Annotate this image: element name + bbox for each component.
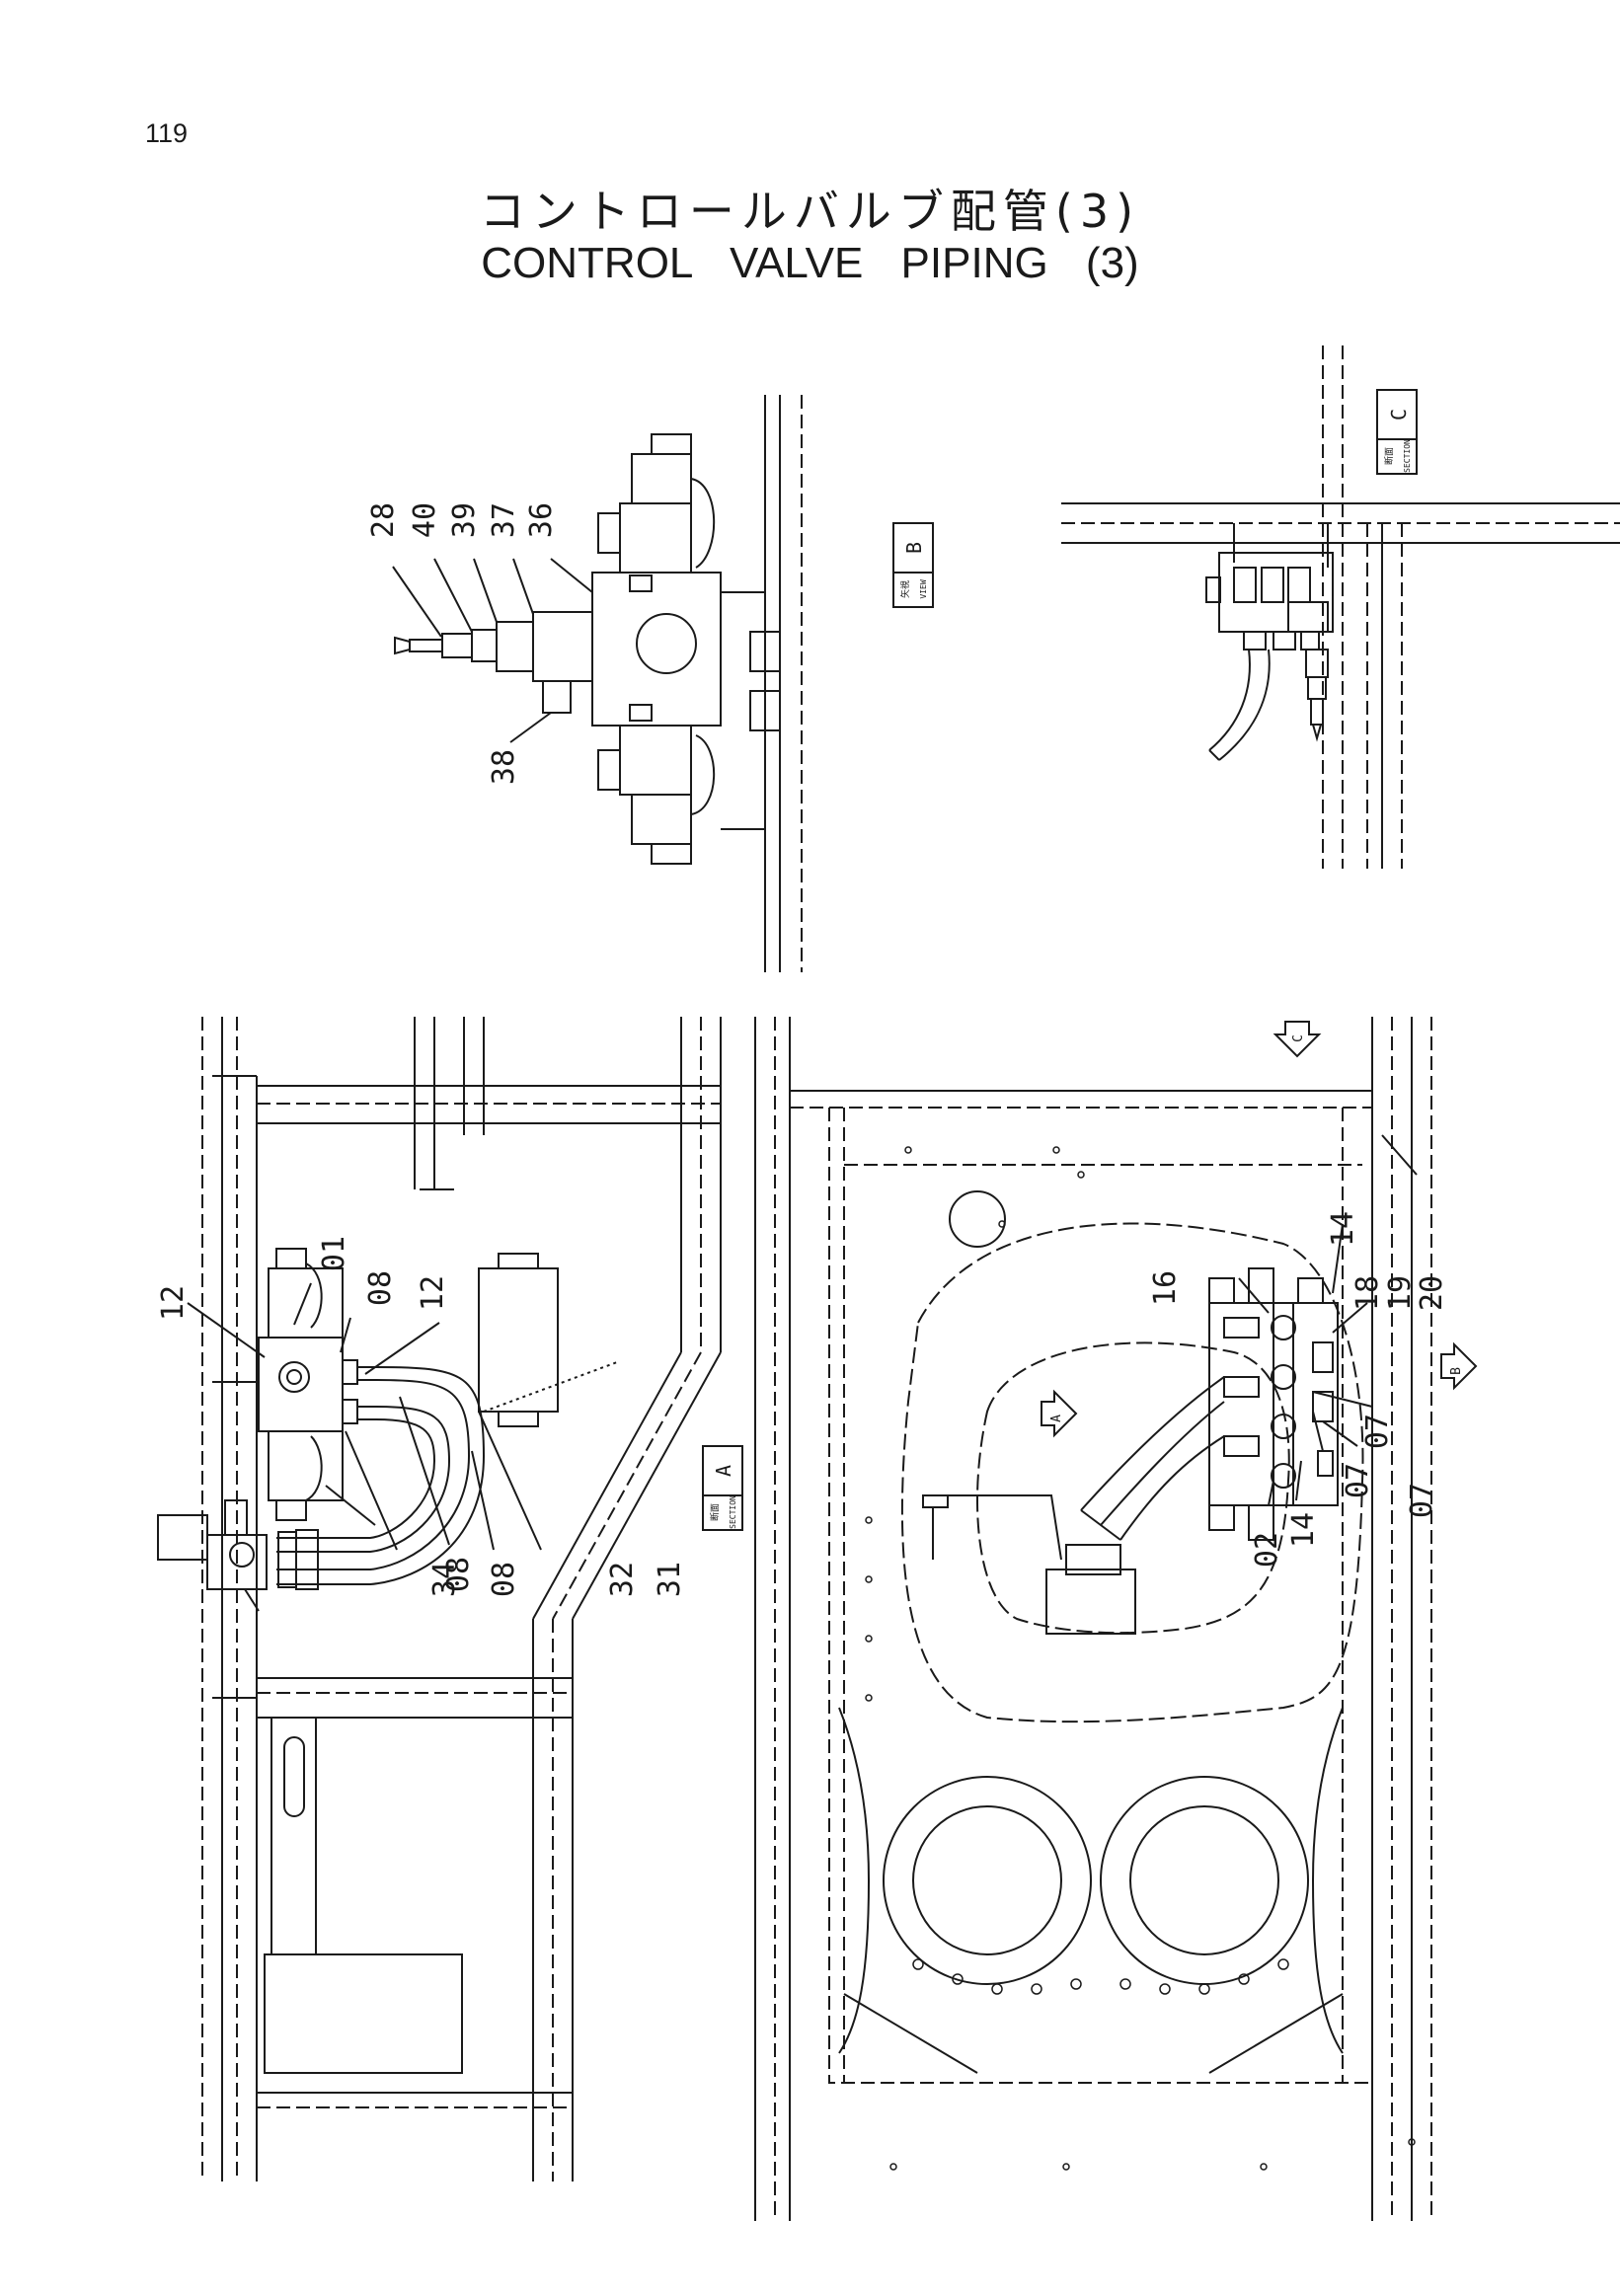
section-c-tag: C 断面 SECTION [1376,389,1418,475]
callout-label: 07 [1360,1414,1395,1449]
view-arrow-c [1273,1021,1322,1058]
section-a-tag-en: SECTION [729,1495,737,1529]
view-arrow-b [1440,1341,1478,1391]
section-c-assembly [1061,345,1620,869]
section-a-tag-jp: 断面 [709,1503,721,1521]
callout-label: 12 [156,1285,191,1321]
section-a-assembly [157,1017,722,2181]
callout-label: 38 [487,749,521,785]
plan-view-callouts: 16 14 18 19 20 07 07 14 07 02 [1148,1211,1449,1568]
section-c-tag-letter: C [1387,409,1411,421]
callout-label: 01 [317,1236,351,1271]
view-arrow-a [1041,1389,1078,1438]
section-c-tag-en: SECTION [1403,439,1412,473]
callout-label: 39 [447,502,482,538]
callout-label: 19 [1383,1275,1418,1311]
callout-label: 12 [416,1275,450,1311]
callout-label: 02 [1250,1532,1284,1568]
callout-label: 08 [363,1270,398,1306]
page-number: 119 [145,118,189,148]
view-b-tag-en: VIEW [919,579,928,598]
view-b-tag-letter: B [902,542,926,554]
callout-label: 16 [1148,1270,1183,1306]
view-b-callouts: 28 40 39 37 36 38 [366,502,559,785]
callout-label: 08 [441,1557,476,1592]
view-arrow-a-letter: A [1049,1415,1064,1422]
view-b-assembly [392,395,803,972]
callout-label: 36 [524,502,559,538]
callout-label: 18 [1350,1275,1385,1311]
view-arrow-b-letter: B [1449,1367,1464,1375]
callout-label: 34 [427,1562,462,1597]
callout-label: 32 [605,1562,640,1597]
callout-label: 14 [1326,1211,1360,1247]
callout-label: 07 [1341,1463,1375,1498]
callout-label: 07 [1405,1483,1439,1518]
callout-label: 31 [653,1562,687,1597]
section-a-tag-letter: A [712,1465,735,1477]
view-b-tag-jp: 矢視 [899,580,911,598]
callout-label: 28 [366,502,401,538]
view-b-tag: B 矢視 VIEW [892,522,934,608]
callout-label: 37 [487,502,521,538]
page-title-english: CONTROL VALVE PIPING (3) [481,239,1139,287]
callout-label: 14 [1286,1512,1321,1548]
view-arrow-c-letter: C [1291,1034,1306,1042]
section-a-callouts: 12 01 08 12 08 34 08 32 31 [156,1236,687,1597]
callout-label: 40 [408,502,442,538]
callout-label: 08 [487,1562,521,1597]
callout-label: 20 [1415,1275,1449,1311]
page-title-japanese: コントロールバルブ配管(3) [479,185,1141,238]
section-a-tag: A 断面 SECTION [702,1445,743,1531]
detail-holes [865,1146,1416,2171]
section-c-tag-jp: 断面 [1383,447,1395,465]
plan-view-assembly [754,1017,1432,2221]
